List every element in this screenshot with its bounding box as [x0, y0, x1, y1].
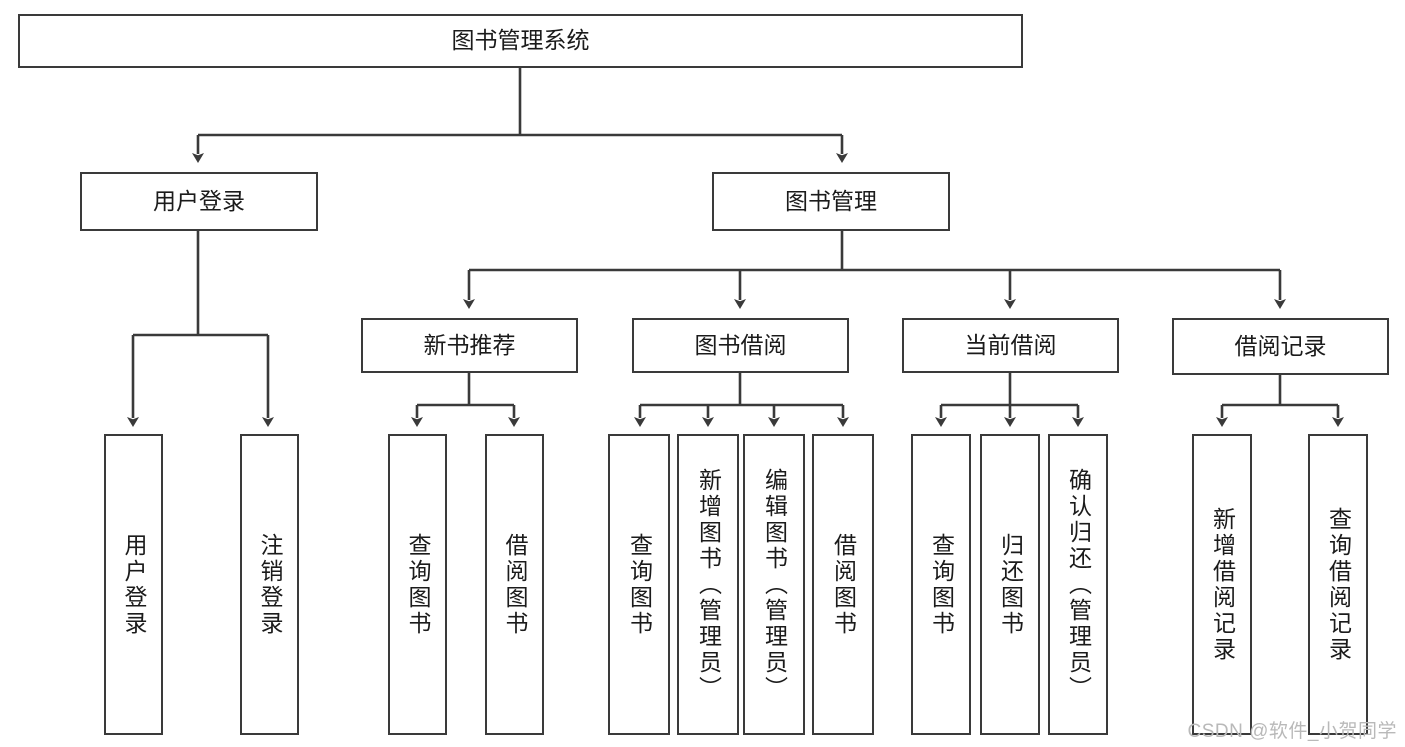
- node-label: 确认归还（管理员）: [1065, 467, 1092, 702]
- leaf-query-record[interactable]: 查询借阅记录: [1308, 434, 1368, 735]
- leaf-query-book-2[interactable]: 查询图书: [608, 434, 670, 735]
- leaf-borrow-book-2[interactable]: 借阅图书: [812, 434, 874, 735]
- leaf-query-book-1[interactable]: 查询图书: [388, 434, 447, 735]
- node-label: 当前借阅: [964, 331, 1057, 358]
- node-book-borrow[interactable]: 图书借阅: [632, 318, 849, 373]
- node-label: 借阅图书: [830, 532, 857, 637]
- leaf-confirm-return[interactable]: 确认归还（管理员）: [1048, 434, 1108, 735]
- node-label: 借阅图书: [502, 532, 528, 637]
- node-user-login[interactable]: 用户登录: [80, 172, 318, 231]
- leaf-edit-book[interactable]: 编辑图书（管理员）: [743, 434, 805, 735]
- node-book-manage[interactable]: 图书管理: [712, 172, 950, 231]
- watermark: CSDN @软件_小贺同学: [1187, 721, 1397, 742]
- leaf-borrow-book-1[interactable]: 借阅图书: [485, 434, 544, 735]
- node-label: 新增图书（管理员）: [695, 467, 722, 702]
- node-new-book-recommend[interactable]: 新书推荐: [361, 318, 578, 373]
- leaf-return-book[interactable]: 归还图书: [980, 434, 1040, 735]
- node-label: 用户登录: [153, 187, 245, 214]
- node-label: 归还图书: [997, 532, 1024, 637]
- node-label: 注销登录: [257, 532, 283, 637]
- node-label: 新书推荐: [423, 331, 516, 358]
- node-label: 图书管理系统: [451, 27, 590, 54]
- node-label: 查询借阅记录: [1325, 506, 1352, 663]
- leaf-add-book[interactable]: 新增图书（管理员）: [677, 434, 739, 735]
- node-label: 查询图书: [928, 532, 955, 637]
- node-label: 图书管理: [785, 187, 877, 214]
- node-label: 图书借阅: [694, 331, 787, 358]
- node-label: 借阅记录: [1234, 332, 1327, 359]
- node-root-system[interactable]: 图书管理系统: [18, 14, 1023, 68]
- node-borrow-record[interactable]: 借阅记录: [1172, 318, 1389, 375]
- leaf-user-login[interactable]: 用户登录: [104, 434, 163, 735]
- node-label: 用户登录: [121, 532, 147, 637]
- leaf-logout-login[interactable]: 注销登录: [240, 434, 299, 735]
- node-label: 查询图书: [405, 532, 431, 637]
- node-label: 查询图书: [626, 532, 653, 637]
- leaf-add-record[interactable]: 新增借阅记录: [1192, 434, 1252, 735]
- node-label: 编辑图书（管理员）: [761, 467, 788, 702]
- node-current-borrow[interactable]: 当前借阅: [902, 318, 1119, 373]
- leaf-query-book-3[interactable]: 查询图书: [911, 434, 971, 735]
- node-label: 新增借阅记录: [1209, 506, 1236, 663]
